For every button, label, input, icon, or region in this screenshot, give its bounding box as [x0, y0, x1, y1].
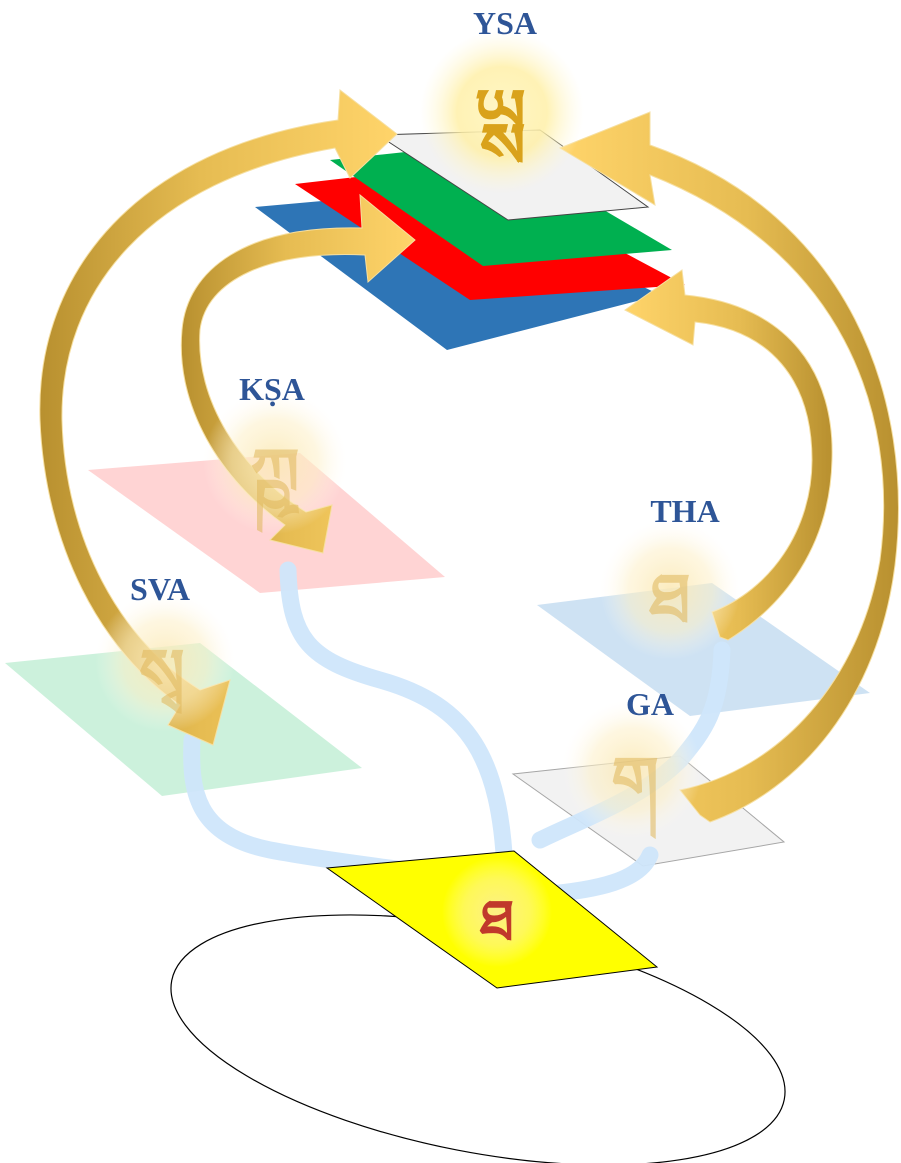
glow-ksa: [203, 390, 347, 534]
label-tha: THA: [650, 493, 719, 529]
label-ysa: YSA: [473, 5, 537, 41]
arrow-ga-to-top: [558, 111, 899, 823]
label-ga: GA: [626, 686, 674, 722]
glyph-sva: སྭ: [139, 634, 185, 714]
glyph-center: ཐ: [479, 888, 514, 954]
label-ksa: KṢA: [239, 371, 305, 407]
label-sva: SVA: [130, 571, 190, 607]
arrow-sva-to-top: [39, 89, 398, 746]
channel-ksa: [279, 561, 514, 879]
glow-sva: [95, 592, 235, 732]
glyph-ysa: ཡྶ: [474, 72, 526, 163]
glyph-tha: ཐ: [648, 559, 690, 639]
arrow-tha-to-top: [624, 269, 833, 641]
glow-ysa: [420, 30, 584, 194]
glow-ga: [562, 700, 702, 840]
glow-tha: [600, 520, 740, 660]
